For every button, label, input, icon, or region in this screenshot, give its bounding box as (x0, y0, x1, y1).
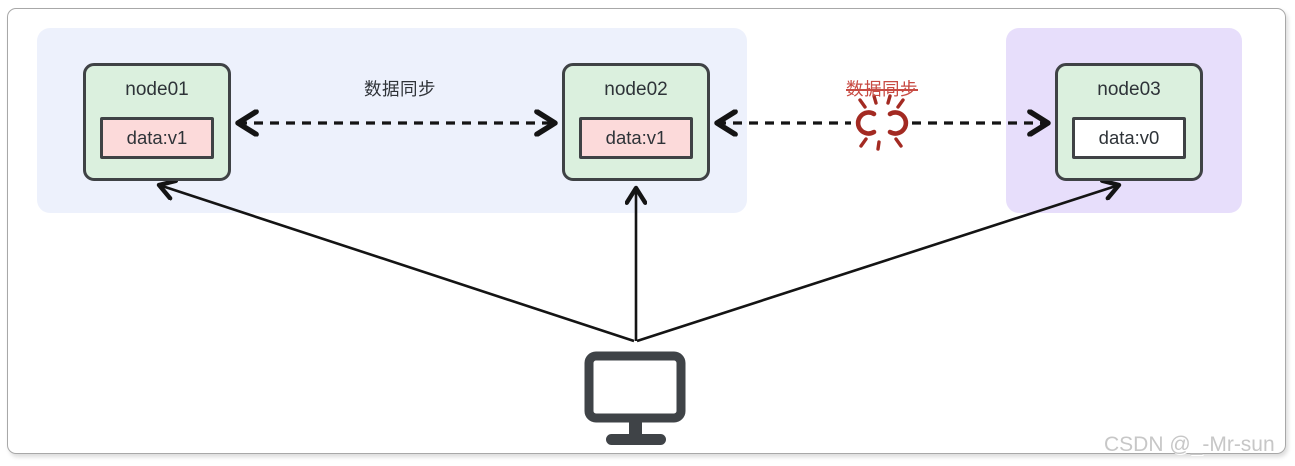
node-node03: node03 data:v0 (1055, 63, 1203, 181)
watermark: CSDN @_-Mr-sun (1104, 433, 1275, 456)
sync-label-active: 数据同步 (364, 79, 436, 99)
node-title: node03 (1097, 79, 1161, 100)
client-arrow-node03 (636, 185, 1119, 343)
data-box: data:v0 (1072, 117, 1186, 159)
node-node02: node02 data:v1 (562, 63, 710, 181)
data-box: data:v1 (579, 117, 693, 159)
broken-link-icon (855, 94, 909, 151)
client-arrow-node01 (159, 185, 635, 343)
node-title: node01 (125, 79, 189, 100)
node-title: node02 (604, 79, 668, 100)
client-arrows (159, 185, 1119, 343)
node-node01: node01 data:v1 (83, 63, 231, 181)
monitor-icon (584, 351, 686, 445)
sync-label-broken: 数据同步 (846, 79, 918, 99)
data-box: data:v1 (100, 117, 214, 159)
